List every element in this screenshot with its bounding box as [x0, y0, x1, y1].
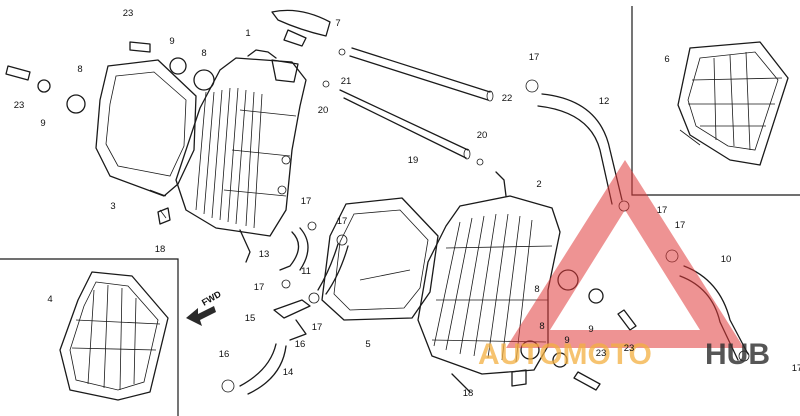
part-label-l22: 22	[502, 93, 513, 104]
part-label-l8c: 8	[534, 284, 539, 295]
part-labels: 1234567888899991011121314151616171717171…	[14, 8, 800, 399]
part-label-l8a: 8	[201, 48, 206, 59]
hose-11	[317, 243, 349, 295]
part-label-l2: 2	[536, 179, 541, 190]
part-label-l18b: 18	[463, 388, 474, 399]
part-label-l17a: 17	[529, 52, 540, 63]
part-label-l8b: 8	[77, 64, 82, 75]
hose-14	[221, 343, 287, 395]
part-label-l9c: 9	[588, 324, 593, 335]
part-label-l21: 21	[341, 76, 352, 87]
part-5-shroud-frame	[321, 197, 439, 321]
part-label-l12: 12	[599, 96, 610, 107]
watermark-word-a: AUTOMOTO	[478, 338, 652, 371]
part-label-l23d: 23	[596, 348, 607, 359]
part-label-l16b: 16	[219, 349, 230, 360]
part-label-l11: 11	[301, 266, 311, 277]
fwd-label: FWD	[200, 289, 223, 308]
part-label-l17g: 17	[675, 220, 686, 231]
part-4-shroud	[59, 271, 169, 401]
part-label-l16a: 16	[295, 339, 306, 350]
part-6-shroud	[677, 41, 789, 166]
watermark-logo: AUTOMOTO HUB	[478, 160, 770, 371]
part-label-l17b: 17	[301, 196, 312, 207]
part-label-l23c: 23	[624, 343, 635, 354]
part-label-l4: 4	[47, 294, 52, 305]
part-label-l20a: 20	[318, 105, 329, 116]
part-7-cap	[271, 9, 331, 47]
fwd-arrow-icon: FWD	[186, 289, 223, 326]
part-label-l9d: 9	[564, 335, 569, 346]
hose-13	[279, 227, 309, 271]
part-label-l23a: 23	[123, 8, 134, 19]
hose-12	[525, 79, 623, 205]
part-label-l9a: 9	[169, 36, 174, 47]
part-label-l17e: 17	[312, 322, 323, 333]
inset-frame-top-right	[631, 6, 800, 196]
part-label-l20b: 20	[477, 130, 488, 141]
part-label-l10: 10	[721, 254, 732, 265]
part-label-l17h: 17	[792, 363, 800, 374]
part-label-l6: 6	[664, 54, 669, 65]
hose-19	[339, 89, 471, 160]
part-1-radiator-left	[175, 49, 307, 263]
part-label-l15: 15	[245, 313, 256, 324]
hose-15	[273, 299, 311, 341]
part-label-l13: 13	[259, 249, 270, 260]
part-label-l8d: 8	[539, 321, 544, 332]
inset-frame-bottom-left	[0, 258, 179, 416]
part-label-l9b: 9	[40, 118, 45, 129]
part-label-l23b: 23	[14, 100, 25, 111]
part-label-l7: 7	[335, 18, 340, 29]
part-label-l14: 14	[283, 367, 294, 378]
hose-22	[349, 47, 494, 102]
part-label-l19: 19	[408, 155, 419, 166]
part-label-l1: 1	[245, 28, 250, 39]
part-label-l18a: 18	[155, 244, 166, 255]
part-label-l3: 3	[110, 201, 115, 212]
watermark-word-b: HUB	[705, 338, 770, 371]
part-label-l5: 5	[365, 339, 370, 350]
part-label-l17d: 17	[254, 282, 265, 293]
part-label-l17f: 17	[657, 205, 668, 216]
part-label-l17c: 17	[337, 216, 348, 227]
watermark-triangle	[506, 160, 744, 348]
